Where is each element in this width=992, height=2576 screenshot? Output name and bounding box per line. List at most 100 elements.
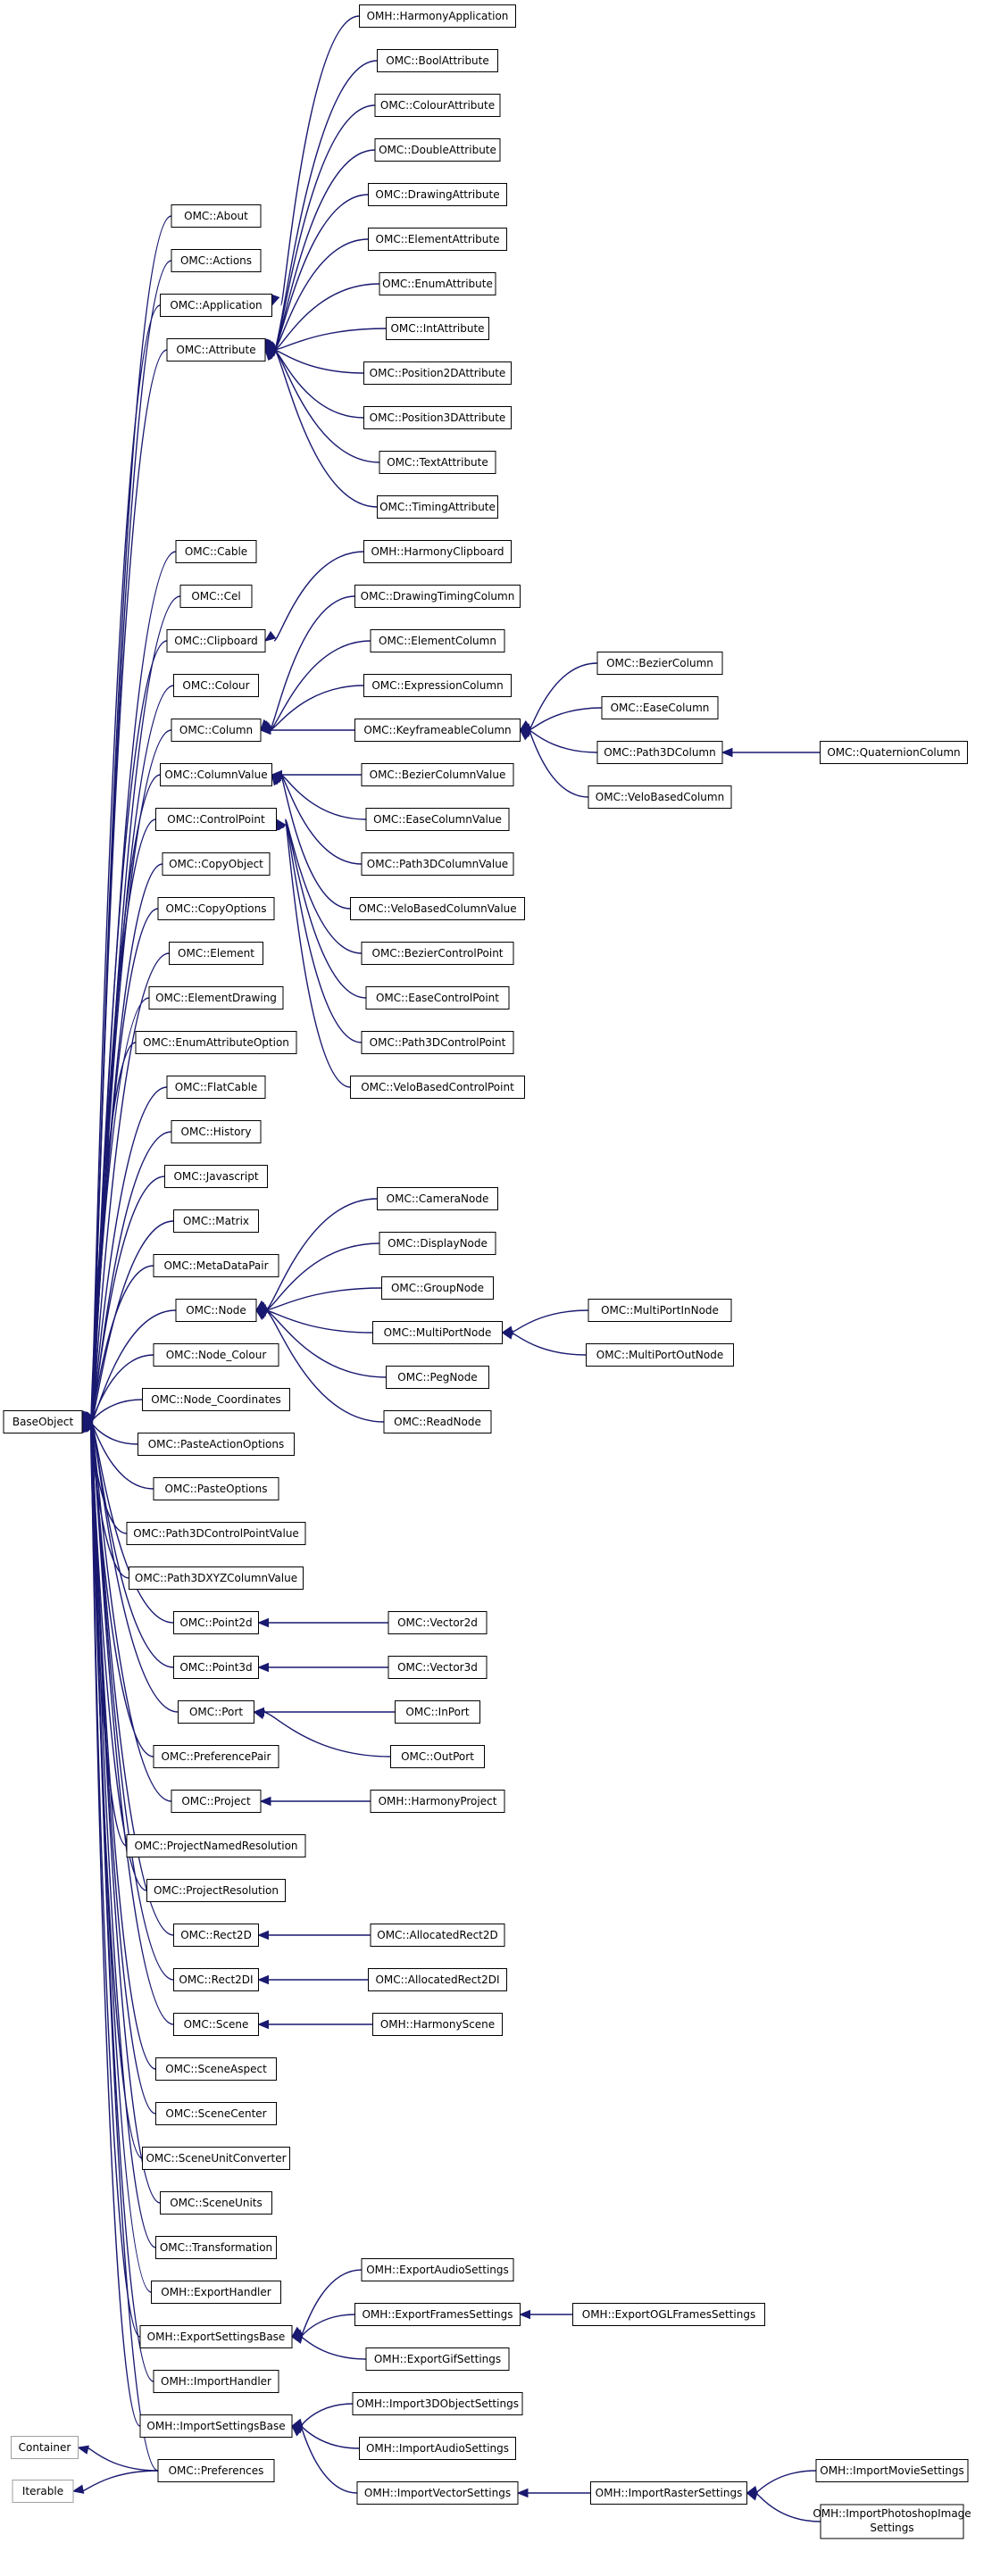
class-node-omc-expressioncolumn[interactable]: OMC::ExpressionColumn xyxy=(363,674,512,697)
class-box[interactable] xyxy=(166,338,266,361)
class-node-omc-easecontrolpoint[interactable]: OMC::EaseControlPoint xyxy=(365,986,510,1010)
class-box[interactable] xyxy=(135,1031,297,1054)
class-node-omc-pasteoptions[interactable]: OMC::PasteOptions xyxy=(153,1477,279,1500)
class-node-omc-multiportoutnode[interactable]: OMC::MultiPortOutNode xyxy=(586,1343,734,1367)
class-box[interactable] xyxy=(370,1924,505,1947)
class-node-omh-exportaudiosettings[interactable]: OMH::ExportAudioSettings xyxy=(361,2258,514,2281)
class-box[interactable] xyxy=(171,1790,262,1813)
class-box[interactable] xyxy=(365,808,510,831)
class-box[interactable] xyxy=(377,495,498,519)
class-node-omc-path3dxyzcolumnvalue[interactable]: OMC::Path3DXYZColumnValue xyxy=(129,1566,304,1590)
class-node-omc-intattribute[interactable]: OMC::IntAttribute xyxy=(386,317,489,340)
class-node-omc-velobasedcolumnvalue[interactable]: OMC::VeloBasedColumnValue xyxy=(350,897,525,920)
class-box[interactable] xyxy=(372,1321,503,1344)
class-node-omc-drawingattribute[interactable]: OMC::DrawingAttribute xyxy=(368,183,507,206)
class-node-omc-pegnode[interactable]: OMC::PegNode xyxy=(386,1366,489,1389)
class-box[interactable] xyxy=(350,897,525,920)
class-node-omc-javascript[interactable]: OMC::Javascript xyxy=(164,1165,268,1188)
class-box[interactable] xyxy=(175,540,257,563)
class-node-omh-importhandler[interactable]: OMH::ImportHandler xyxy=(153,2370,279,2393)
class-node-omc-scene[interactable]: OMC::Scene xyxy=(173,2013,259,2036)
class-box[interactable] xyxy=(3,1410,83,1433)
class-box[interactable] xyxy=(162,852,271,876)
class-box[interactable] xyxy=(178,1700,254,1724)
class-node-omc-drawingtimingcolumn[interactable]: OMC::DrawingTimingColumn xyxy=(354,585,521,608)
class-node-omh-importrastersettings[interactable]: OMH::ImportRasterSettings xyxy=(590,2481,747,2505)
class-node-omc-outport[interactable]: OMC::OutPort xyxy=(390,1745,485,1768)
class-node-omc-enumattributeoption[interactable]: OMC::EnumAttributeOption xyxy=(135,1031,297,1054)
class-box[interactable] xyxy=(359,2437,516,2460)
class-box[interactable] xyxy=(153,2370,279,2393)
class-node-omc-colourattribute[interactable]: OMC::ColourAttribute xyxy=(374,94,501,117)
class-node-omc-boolattribute[interactable]: OMC::BoolAttribute xyxy=(377,49,498,72)
class-box[interactable] xyxy=(175,1299,257,1322)
class-node-omc-multiportnode[interactable]: OMC::MultiPortNode xyxy=(372,1321,503,1344)
class-node-omh-harmonyscene[interactable]: OMH::HarmonyScene xyxy=(372,2013,503,2036)
class-box[interactable] xyxy=(815,2459,969,2482)
class-node-omc-quaternioncolumn[interactable]: OMC::QuaternionColumn xyxy=(820,741,968,764)
class-box[interactable] xyxy=(173,1656,259,1679)
class-node-omc-elementdrawing[interactable]: OMC::ElementDrawing xyxy=(148,986,284,1010)
class-node-omc-rect2d[interactable]: OMC::Rect2D xyxy=(173,1924,259,1947)
class-box[interactable] xyxy=(153,1343,279,1367)
class-node-omc-point2d[interactable]: OMC::Point2d xyxy=(173,1611,259,1634)
class-box[interactable] xyxy=(588,1299,732,1322)
class-box[interactable] xyxy=(352,2392,523,2415)
class-box[interactable] xyxy=(142,2147,290,2170)
class-node-omc-copyoptions[interactable]: OMC::CopyOptions xyxy=(157,897,275,920)
class-box[interactable] xyxy=(386,1366,489,1389)
class-box[interactable] xyxy=(596,741,723,764)
class-node-omc-beziercolumn[interactable]: OMC::BezierColumn xyxy=(596,652,723,675)
class-node-omh-exporthandler[interactable]: OMH::ExportHandler xyxy=(151,2281,281,2304)
class-node-omc-scenecenter[interactable]: OMC::SceneCenter xyxy=(155,2102,277,2125)
class-node-omc-projectresolution[interactable]: OMC::ProjectResolution xyxy=(146,1879,286,1902)
class-node-omc-path3dcolumnvalue[interactable]: OMC::Path3DColumnValue xyxy=(361,852,514,876)
class-box[interactable] xyxy=(129,1566,304,1590)
class-box[interactable] xyxy=(151,2281,281,2304)
class-box[interactable] xyxy=(148,986,284,1010)
class-box[interactable] xyxy=(160,294,272,317)
class-node-omc-copyobject[interactable]: OMC::CopyObject xyxy=(162,852,271,876)
class-node-omc-node-colour[interactable]: OMC::Node_Colour xyxy=(153,1343,279,1367)
class-node-omc-node-coordinates[interactable]: OMC::Node_Coordinates xyxy=(142,1388,290,1411)
class-node-omc-attribute[interactable]: OMC::Attribute xyxy=(166,338,266,361)
class-box[interactable] xyxy=(173,1611,259,1634)
class-box[interactable] xyxy=(155,2236,277,2259)
class-box[interactable] xyxy=(155,2057,277,2081)
class-box[interactable] xyxy=(361,942,514,965)
class-node-omc-actions[interactable]: OMC::Actions xyxy=(171,249,262,272)
class-box[interactable] xyxy=(160,763,272,786)
class-box[interactable] xyxy=(350,1076,525,1099)
class-box[interactable] xyxy=(169,942,263,965)
class-box[interactable] xyxy=(354,585,521,608)
class-box[interactable] xyxy=(157,897,275,920)
class-box[interactable] xyxy=(356,2481,519,2505)
class-node-omc-cameranode[interactable]: OMC::CameraNode xyxy=(377,1187,498,1210)
class-node-omc-application[interactable]: OMC::Application xyxy=(160,294,272,317)
class-box[interactable] xyxy=(377,1187,498,1210)
class-node-omc-inport[interactable]: OMC::InPort xyxy=(395,1700,480,1724)
class-box[interactable] xyxy=(386,317,489,340)
class-node-omc-multiportinnode[interactable]: OMC::MultiPortInNode xyxy=(588,1299,732,1322)
class-node-omc-projectnamedresolution[interactable]: OMC::ProjectNamedResolution xyxy=(126,1834,306,1857)
class-node-omc-textattribute[interactable]: OMC::TextAttribute xyxy=(379,451,496,474)
class-box[interactable] xyxy=(388,1656,488,1679)
class-box[interactable] xyxy=(155,2102,277,2125)
class-node-omc-doubleattribute[interactable]: OMC::DoubleAttribute xyxy=(374,138,501,162)
class-node-omc-easecolumn[interactable]: OMC::EaseColumn xyxy=(601,696,719,719)
class-box[interactable] xyxy=(173,674,259,697)
class-node-omc-preferences[interactable]: OMC::Preferences xyxy=(157,2459,275,2482)
class-node-omc-path3dcontrolpointvalue[interactable]: OMC::Path3DControlPointValue xyxy=(126,1522,306,1545)
class-node-omc-sceneaspect[interactable]: OMC::SceneAspect xyxy=(155,2057,277,2081)
class-box[interactable] xyxy=(596,652,723,675)
class-node-omc-allocatedrect2d[interactable]: OMC::AllocatedRect2D xyxy=(370,1924,505,1947)
class-node-omc-velobasedcontrolpoint[interactable]: OMC::VeloBasedControlPoint xyxy=(350,1076,525,1099)
class-node-omc-flatcable[interactable]: OMC::FlatCable xyxy=(166,1076,266,1099)
class-node-omh-importsettingsbase[interactable]: OMH::ImportSettingsBase xyxy=(139,2414,293,2438)
class-box[interactable] xyxy=(173,1968,259,1991)
class-box[interactable] xyxy=(372,2013,503,2036)
class-box[interactable] xyxy=(368,228,507,251)
class-node-omc-velobasedcolumn[interactable]: OMC::VeloBasedColumn xyxy=(588,785,732,809)
class-node-omc-position2dattribute[interactable]: OMC::Position2DAttribute xyxy=(363,361,512,385)
